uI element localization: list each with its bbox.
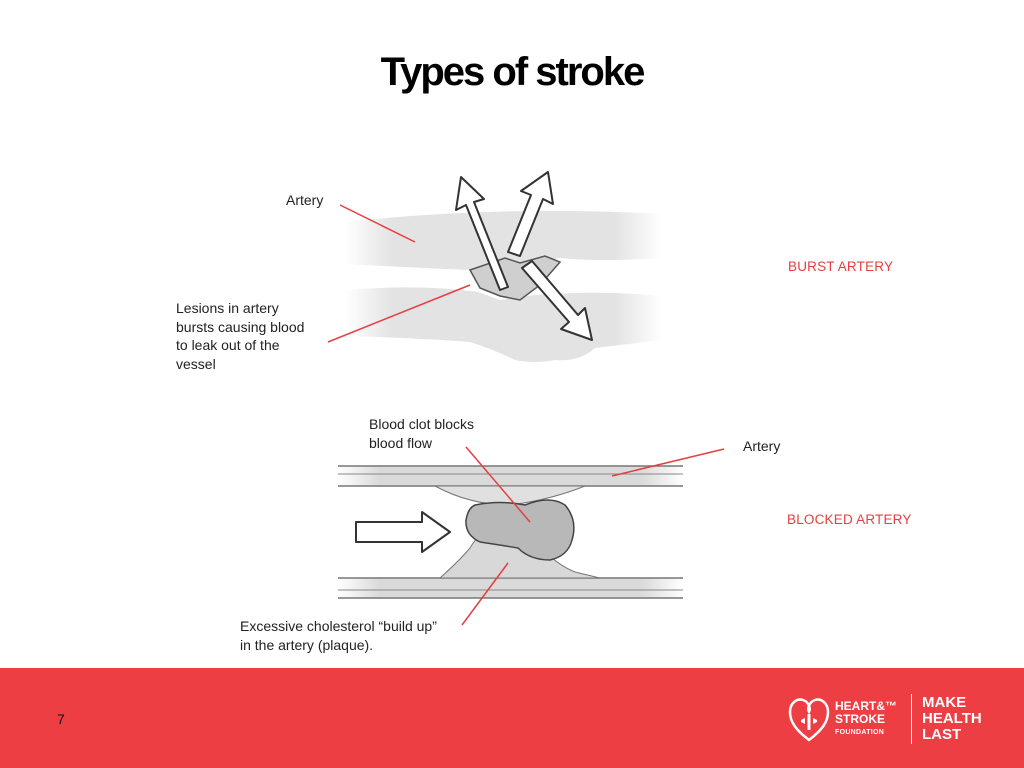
- blood-clot: [465, 499, 575, 561]
- mhl-health: HEALTH: [922, 710, 982, 727]
- flow-arrow: [355, 511, 451, 553]
- cholesterol-description: Excessive cholesterol “build up” in the …: [240, 617, 437, 654]
- lesion-line-1: Lesions in artery: [176, 300, 279, 316]
- burst-artery-caption: BURST ARTERY: [788, 259, 894, 274]
- burst-artery-leader: [339, 204, 416, 243]
- burst-arrow-left: [455, 176, 509, 291]
- logo-foundation-text: FOUNDATION: [835, 729, 885, 736]
- heart-and-stroke-logo: HEART&™ STROKE FOUNDATION MAKE HEALTH LA…: [788, 694, 1003, 744]
- page-number: 7: [57, 711, 65, 727]
- cholesterol-leader: [461, 562, 509, 626]
- lesion-line-4: vessel: [176, 355, 216, 372]
- blocked-artery-label: Artery: [743, 438, 781, 454]
- clot-line-2: blood flow: [369, 434, 433, 451]
- burst-arrow-down: [521, 260, 593, 341]
- mhl-last: LAST: [922, 726, 962, 743]
- lesion-line-2: bursts causing blood: [176, 318, 305, 335]
- blocked-artery-drawing: [338, 446, 725, 626]
- burst-lesion-leader: [327, 284, 471, 343]
- blocked-artery-caption: BLOCKED ARTERY: [787, 512, 912, 527]
- slide-title: Types of stroke: [380, 50, 646, 94]
- logo-wordmark: HEART&™ STROKE FOUNDATION: [835, 700, 897, 739]
- burst-artery-label: Artery: [286, 192, 324, 208]
- clot-description: Blood clot blocks blood flow: [369, 415, 474, 452]
- burst-arrow-right: [507, 171, 554, 257]
- mhl-make: MAKE: [922, 694, 967, 711]
- logo-divider: [911, 694, 912, 744]
- stroke-illustrations: [327, 171, 725, 626]
- clot-leader: [465, 446, 531, 523]
- footer-bar: 7 HEART&™ STROKE FOUNDATION MAKE HEALTH …: [0, 668, 1024, 768]
- logo-heart-text: HEART&™: [835, 699, 897, 713]
- vessel-bottom-wall: [345, 287, 662, 362]
- heart-torch-icon: [788, 698, 830, 742]
- lesion-description: Lesions in artery bursts causing blood t…: [176, 299, 304, 373]
- logo-stroke-text: STROKE: [835, 712, 886, 726]
- vessel-top-wall: [345, 210, 662, 270]
- cholesterol-line-1: Excessive cholesterol “build up”: [240, 618, 437, 634]
- blocked-artery-leader: [611, 448, 725, 477]
- burst-artery-drawing: [327, 171, 662, 362]
- clot-line-1: Blood clot blocks: [369, 416, 475, 432]
- lesion-line-3: to leak out of the: [176, 337, 280, 353]
- cholesterol-line-2: in the artery (plaque).: [240, 636, 374, 653]
- make-health-last-wordmark: MAKE HEALTH LAST: [922, 695, 982, 743]
